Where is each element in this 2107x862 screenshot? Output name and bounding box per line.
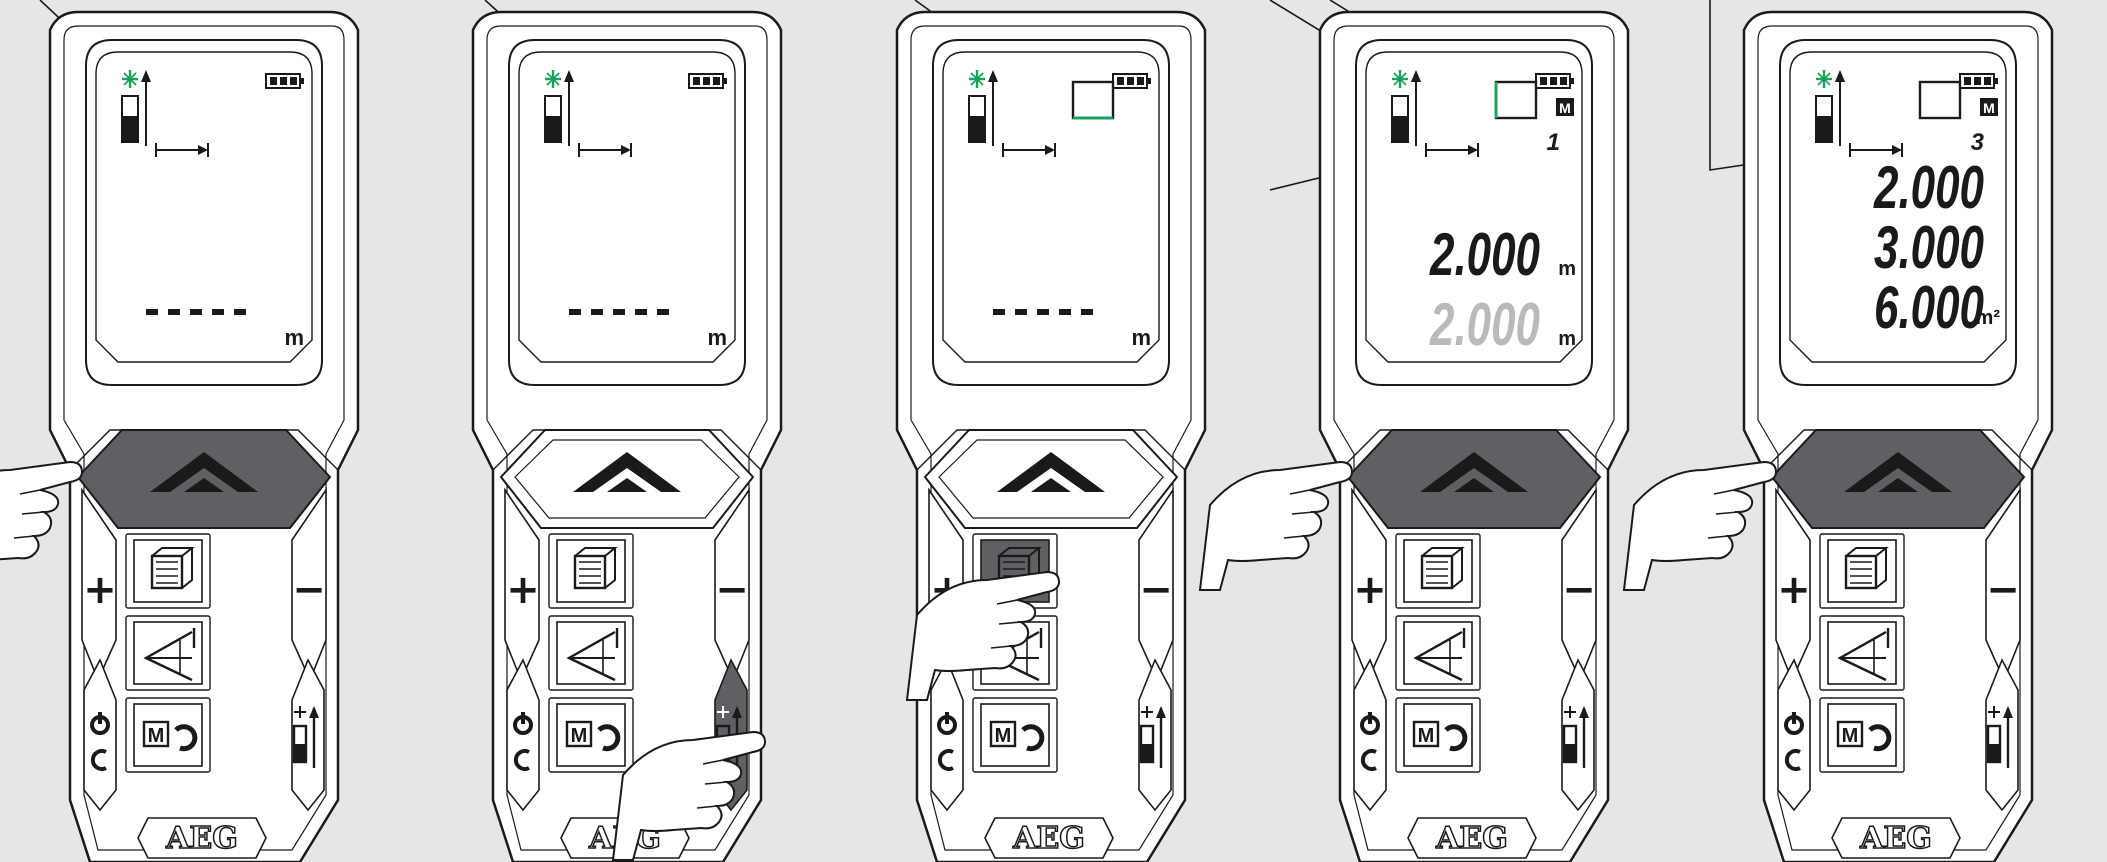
reading-value: 2.000 — [1429, 221, 1540, 288]
memory-counter: 3 — [1971, 129, 1985, 156]
dash-segment — [569, 309, 581, 315]
pythagoras-button[interactable] — [134, 622, 202, 684]
devices: m + − M AEG m + − M AEG m + − M AEG M 1 2.000 m 2.000 m + − M AE… — [0, 12, 2052, 862]
memory-counter: 1 — [1547, 129, 1560, 156]
pythagoras-button[interactable] — [557, 622, 625, 684]
reading-unit: m² — [1976, 307, 2001, 329]
dash-segment — [190, 309, 202, 315]
display-unit: m — [284, 325, 304, 350]
device-1: m + − M AEG — [0, 12, 358, 862]
dash-segment — [657, 309, 669, 315]
display-unit: m — [707, 325, 727, 350]
minus-label: − — [1986, 567, 2020, 613]
memory-button-label: M — [1418, 725, 1435, 747]
memory-badge-label: M — [1559, 100, 1571, 116]
pythagoras-button[interactable] — [1404, 622, 1472, 684]
reading-unit: m — [1558, 328, 1576, 350]
pythagoras-button[interactable] — [1828, 622, 1896, 684]
plus-label: + — [1777, 567, 1811, 613]
brand-logo: AEG — [1859, 821, 1932, 856]
memory-button-label: M — [1842, 725, 1859, 747]
dash-segment — [168, 309, 180, 315]
display-screen — [943, 52, 1159, 362]
reading-value: 2.000 — [1873, 154, 1984, 221]
reading-unit: m — [1558, 258, 1576, 280]
brand-logo: AEG — [165, 821, 238, 856]
brand-logo: AEG — [1435, 821, 1508, 856]
dash-segment — [635, 309, 647, 315]
dash-segment — [613, 309, 625, 315]
pointing-hand — [1200, 462, 1352, 590]
device-4: M 1 2.000 m 2.000 m + − M AEG — [1200, 12, 1628, 862]
minus-label: − — [715, 567, 749, 613]
dash-segment — [993, 309, 1005, 315]
dash-segment — [1059, 309, 1071, 315]
memory-button-label: M — [995, 725, 1012, 747]
brand-logo: AEG — [1012, 821, 1085, 856]
plus-label: + — [1353, 567, 1387, 613]
dash-segment — [212, 309, 224, 315]
reading-value: 2.000 — [1429, 291, 1540, 358]
display-screen — [519, 52, 735, 362]
dash-segment — [591, 309, 603, 315]
display-unit: m — [1131, 325, 1151, 350]
hand-icon — [1200, 462, 1352, 590]
plus-label: + — [506, 567, 540, 613]
display-screen — [96, 52, 312, 362]
hand-icon — [1624, 462, 1776, 590]
dash-segment — [146, 309, 158, 315]
dash-segment — [1015, 309, 1027, 315]
memory-badge-label: M — [1983, 100, 1995, 116]
minus-label: − — [1562, 567, 1596, 613]
minus-label: − — [292, 567, 326, 613]
pointing-hand — [1624, 462, 1776, 590]
reading-value: 3.000 — [1874, 214, 1984, 281]
reading-value: 6.000 — [1874, 274, 1984, 341]
dash-segment — [1037, 309, 1049, 315]
memory-button-label: M — [148, 725, 165, 747]
memory-button-label: M — [571, 725, 588, 747]
dash-segment — [234, 309, 246, 315]
dash-segment — [1081, 309, 1093, 315]
plus-label: + — [83, 567, 117, 613]
minus-label: − — [1139, 567, 1173, 613]
